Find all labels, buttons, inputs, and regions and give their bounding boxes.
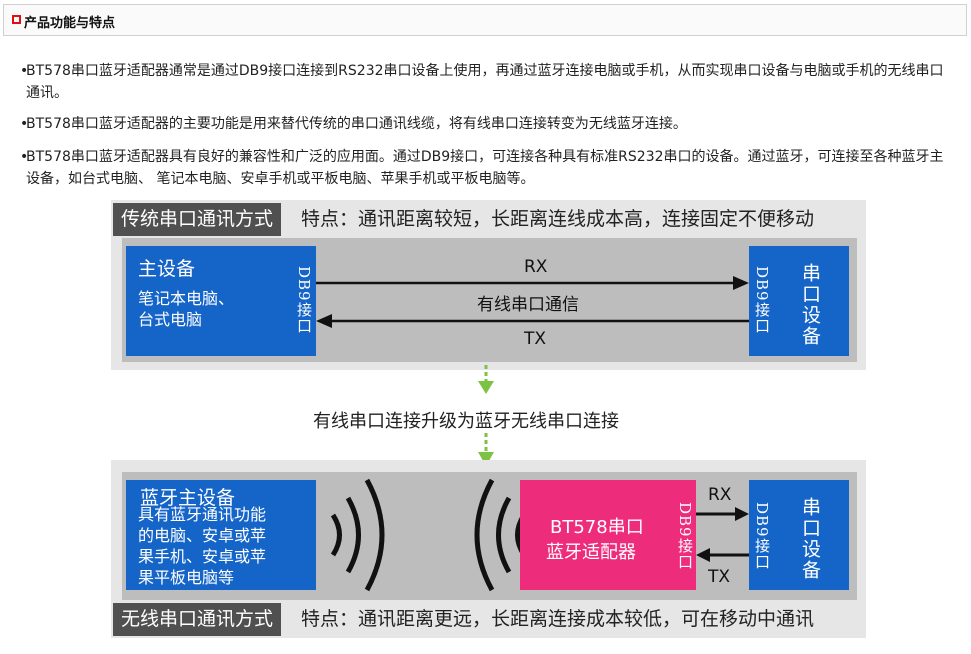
bullet-icon: •: [20, 116, 29, 132]
master-device-title: 主设备: [138, 258, 196, 280]
bluetooth-master-desc: 具有蓝牙通讯功能 的电脑、安卓或苹 果手机、安卓或苹 果平板电脑等: [138, 505, 267, 587]
upgrade-arrow-bottom-icon: [478, 433, 494, 466]
section-title: 产品功能与特点: [24, 16, 116, 31]
bluetooth-master-title: 蓝牙主设备: [140, 487, 236, 509]
wireless-feature-text: 特点：通讯距离更远，长距离连接成本较低，可在移动中通讯: [301, 608, 815, 630]
device-db9-port-label: DB9接口: [753, 266, 771, 334]
paragraph-2: • BT578串口蓝牙适配器的主要功能是用来替代传统的串口通讯线缆，将有线串口连…: [20, 113, 951, 135]
wireless-rx-arrow-icon: [696, 507, 749, 521]
serial-device-label: 串口设备: [799, 263, 821, 347]
paragraph-1: • BT578串口蓝牙适配器通常是通过DB9接口连接到RS232串口设备上使用，…: [20, 60, 951, 104]
wireless-tx-label: TX: [708, 567, 731, 587]
master-device-box: 主设备 笔记本电脑、 台式电脑 DB9接口: [126, 246, 316, 356]
diagram-arrows: [316, 276, 749, 466]
paragraph-text: BT578串口蓝牙适配器的主要功能是用来替代传统的串口通讯线缆，将有线串口连接转…: [26, 116, 687, 132]
master-device-desc: 笔记本电脑、 台式电脑: [138, 289, 235, 329]
paragraph-3: • BT578串口蓝牙适配器具有良好的兼容性和广泛的应用面。通过DB9接口，可连…: [20, 146, 951, 190]
tx-arrow-icon: [316, 314, 749, 328]
wireless-serial-device-box: DB9接口 串口设备: [749, 480, 849, 590]
upgrade-text: 有线串口连接升级为蓝牙无线串口连接: [313, 411, 619, 432]
adapter-label-line1: BT578串口: [550, 517, 644, 538]
bluetooth-waves-icon: [330, 478, 749, 592]
wired-feature-text: 特点：通讯距离较短，长距离连线成本高，连接固定不便移动: [301, 208, 815, 230]
wired-tx-label: TX: [524, 329, 547, 349]
adapter-label-line2: 蓝牙适配器: [546, 542, 636, 563]
bullet-icon: •: [20, 149, 29, 165]
wireless-rx-label: RX: [708, 485, 732, 505]
square-bullet-icon: [12, 15, 21, 24]
bluetooth-master-box: 蓝牙主设备 具有蓝牙通讯功能 的电脑、安卓或苹 果手机、安卓或苹 果平板电脑等: [126, 480, 316, 590]
wireless-serial-device-label: 串口设备: [799, 497, 821, 581]
rx-arrow-icon: [316, 276, 749, 290]
paragraph-text: BT578串口蓝牙适配器具有良好的兼容性和广泛的应用面。通过DB9接口，可连接各…: [26, 149, 944, 187]
wireless-device-db9-label: DB9接口: [753, 502, 771, 570]
wireless-mode-tag: 无线串口通讯方式: [113, 603, 282, 636]
upgrade-arrow-top-icon: [478, 365, 494, 394]
wireless-tx-arrow-icon: [696, 548, 749, 562]
section-header: 产品功能与特点: [3, 4, 967, 36]
master-db9-port-label: DB9接口: [295, 266, 313, 334]
connection-diagram: 传统串口通讯方式 特点：通讯距离较短，长距离连线成本高，连接固定不便移动 主设备…: [111, 200, 866, 640]
wired-rx-label: RX: [524, 257, 548, 277]
paragraph-text: BT578串口蓝牙适配器通常是通过DB9接口连接到RS232串口设备上使用，再通…: [26, 63, 944, 101]
wired-comm-label: 有线串口通信: [477, 295, 579, 315]
bt578-adapter-box: BT578串口 蓝牙适配器 DB9接口: [520, 480, 696, 590]
bullet-icon: •: [20, 63, 29, 79]
wired-mode-tag: 传统串口通讯方式: [113, 203, 282, 236]
adapter-db9-port-label: DB9接口: [676, 502, 694, 570]
serial-device-box: DB9接口 串口设备: [749, 246, 849, 356]
